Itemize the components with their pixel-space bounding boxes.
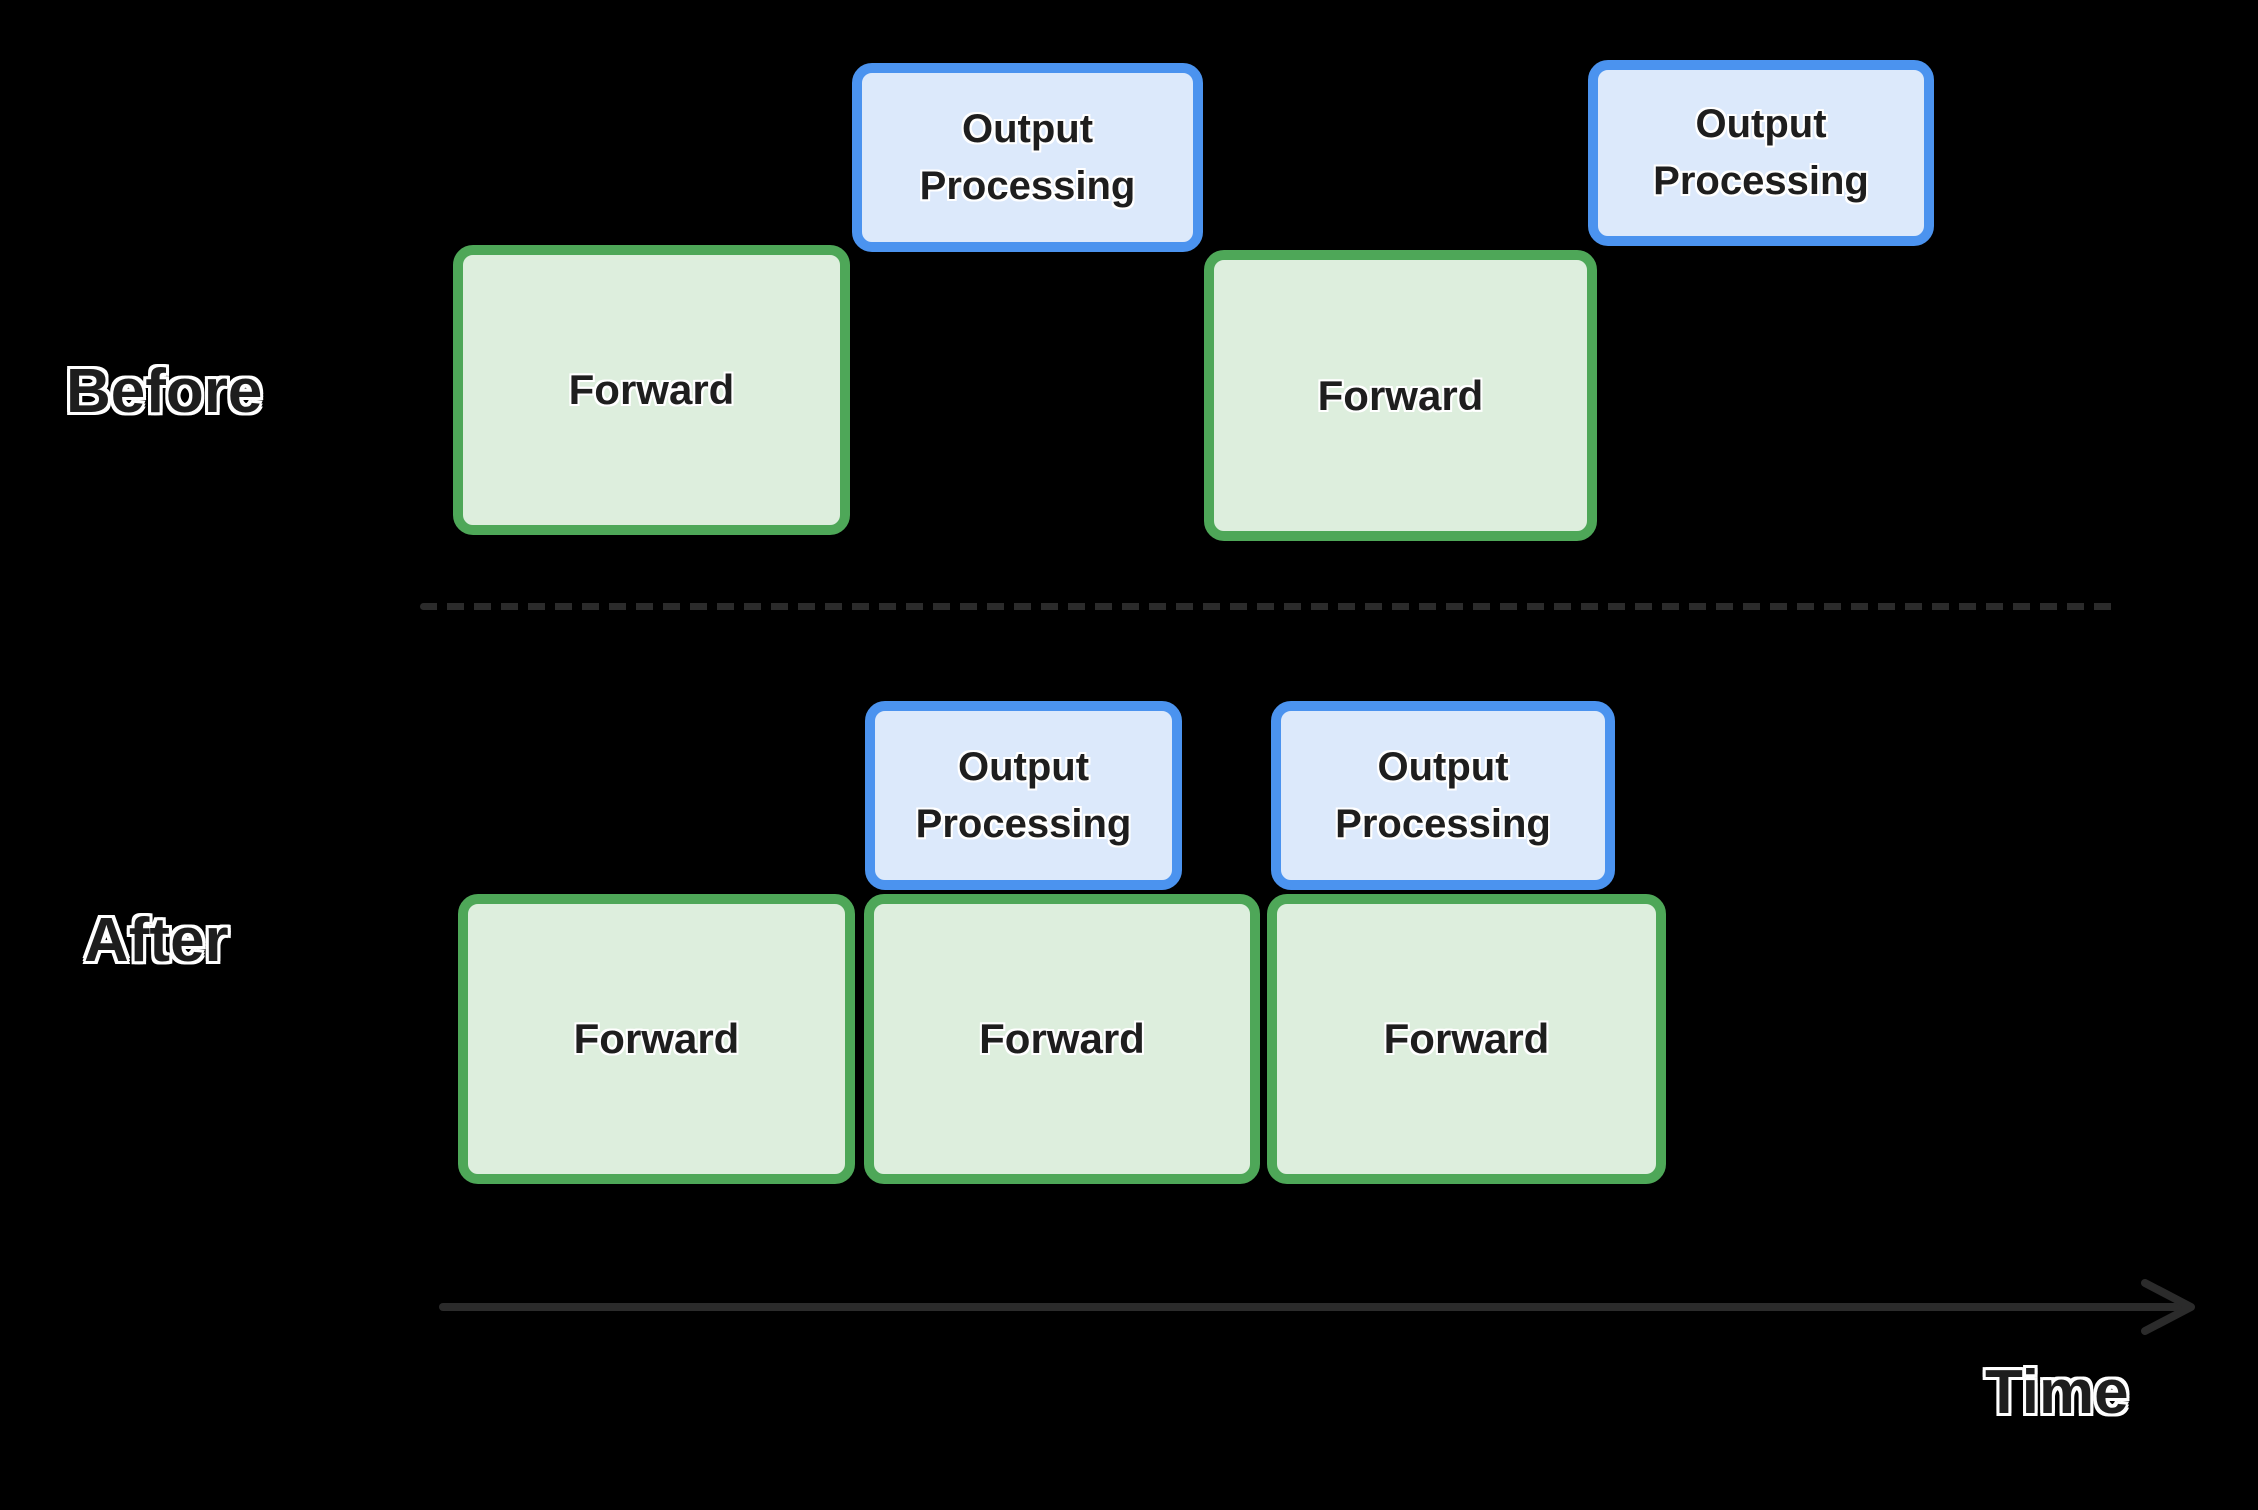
forward-box: Forward xyxy=(864,894,1260,1184)
time-axis-label: Time xyxy=(1985,1358,2129,1427)
forward-box: Forward xyxy=(1267,894,1666,1184)
output-processing-box: Output Processing xyxy=(1588,60,1934,246)
output-processing-box: Output Processing xyxy=(865,701,1182,890)
forward-box: Forward xyxy=(458,894,855,1184)
forward-box: Forward xyxy=(453,245,850,535)
arrowhead-icon xyxy=(2141,1279,2195,1335)
after-label: After xyxy=(84,906,229,975)
output-processing-box: Output Processing xyxy=(852,63,1203,252)
output-processing-box: Output Processing xyxy=(1271,701,1615,890)
time-axis-arrow xyxy=(439,1279,2195,1335)
forward-box: Forward xyxy=(1204,250,1597,541)
dashed-divider xyxy=(420,603,2120,610)
before-label: Before xyxy=(66,357,263,426)
